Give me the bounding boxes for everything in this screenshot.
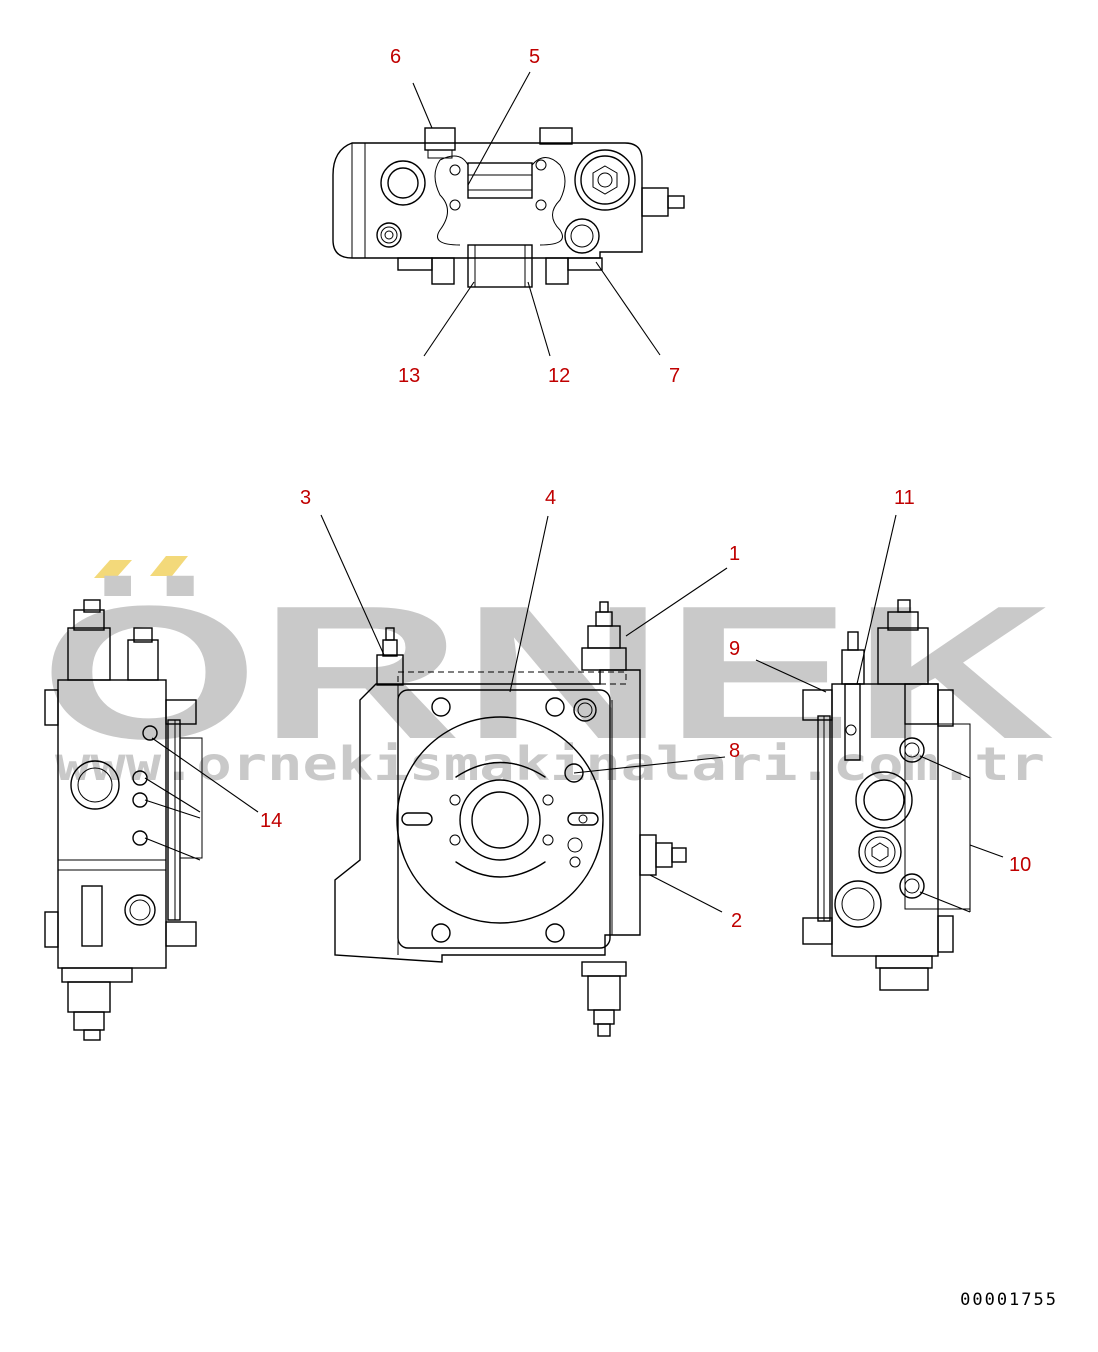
callout-5: 5 (529, 46, 540, 68)
watermark-brand: ÖRNEK (40, 567, 1055, 779)
callouts: 6 5 13 12 7 3 4 11 1 9 8 14 10 2 (260, 46, 1031, 932)
right-side-view (802, 599, 971, 991)
callout-11: 11 (894, 487, 915, 509)
callout-8: 8 (729, 740, 740, 762)
watermark: ÖRNEK www.ornekismakinalari.com.tr (40, 556, 1055, 791)
callout-6: 6 (390, 46, 401, 68)
callout-10: 10 (1009, 854, 1031, 876)
front-view (334, 601, 687, 1037)
callout-13: 13 (398, 365, 420, 387)
callout-9: 9 (729, 638, 740, 660)
watermark-url: www.ornekismakinalari.com.tr (55, 737, 1045, 791)
callout-1: 1 (729, 543, 740, 565)
callout-7: 7 (669, 365, 680, 387)
callout-4: 4 (545, 487, 556, 509)
top-view (332, 127, 685, 288)
callout-2: 2 (731, 910, 742, 932)
watermark-accent-right (150, 556, 188, 576)
callout-3: 3 (300, 487, 311, 509)
callout-12: 12 (548, 365, 570, 387)
top-view-body (332, 142, 643, 259)
document-number: 00001755 (960, 1290, 1058, 1310)
callout-14: 14 (260, 810, 282, 832)
left-side-view (44, 599, 203, 1041)
leader-lines (144, 71, 1004, 913)
watermark-accent-left (94, 560, 132, 578)
